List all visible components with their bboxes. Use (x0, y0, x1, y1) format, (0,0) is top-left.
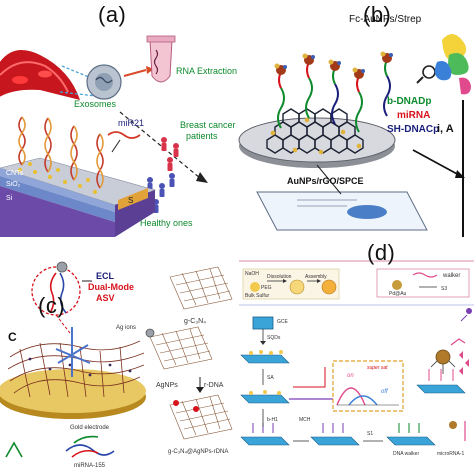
magnifier-icon (422, 65, 436, 79)
gce-electrode (252, 316, 274, 330)
microrna-label: microRNA-1 (437, 451, 464, 457)
g-c3n4-label: g-C₃N₄ (184, 318, 206, 325)
si-label: Si (6, 195, 13, 202)
walker-particle (435, 349, 451, 365)
s3-label: S3 (441, 286, 447, 292)
panel-a-letter: (a) (98, 2, 127, 27)
ecl-signal-box (332, 360, 404, 412)
spce-strip (256, 191, 428, 231)
ag-ions-label: Ag ions (116, 325, 136, 331)
r-dna-label: r-DNA (204, 382, 224, 389)
sh-dnacp-label: SH-DNACp (387, 124, 439, 135)
b-dnadp-label: b-DNADp (387, 96, 431, 107)
panel-d: NaOH PEG Bulk Sulfur Dissolution Assembl… (237, 237, 474, 474)
panel-a-illustration: Exosomes RNA Extraction miR21 Breast can… (0, 35, 237, 237)
streptavidin-structure (434, 34, 471, 95)
dual-mode-label: Dual-Mode (88, 282, 134, 292)
s1-label: S1 (367, 431, 373, 437)
agnp-sphere (145, 328, 155, 338)
panel-d-illustration: NaOH PEG Bulk Sulfur Dissolution Assembl… (239, 260, 474, 457)
si-layer (0, 186, 115, 237)
dissolution-label: Dissolution (267, 274, 292, 280)
panel-c: C ECL Dual-Mode ASV Ag ions g-C₃N₄ AgNPs… (0, 237, 237, 474)
axis-label: i, A (437, 123, 454, 135)
mirna-label: miRNA (397, 110, 430, 121)
sa-label: SA (267, 375, 274, 381)
electrode-c-label: C (8, 330, 17, 344)
bulk-sulfur-label: Bulk Sulfur (245, 293, 270, 299)
substrate-label: AuNPs/rGO/SPCE (287, 176, 364, 186)
composite-label: g-C₃N₄@AgNPs-rDNA (168, 449, 228, 455)
asv-label: ASV (96, 293, 115, 303)
sio2-layer (0, 176, 115, 222)
panel-d-letter: (d) (367, 240, 396, 265)
panel-b-illustration: Fc-AuNPs/Strep b-DNADp miRNA SH-DNACp i,… (238, 14, 471, 237)
dna-walker-label: DNA walker (393, 451, 419, 457)
panel-b-letter: (b) (363, 2, 392, 27)
dna-junction (55, 327, 91, 377)
panel-b: Fc-AuNPs/Strep b-DNADp miRNA SH-DNACp i,… (237, 0, 474, 237)
cnts-label: CNTs (6, 170, 24, 177)
panel-c-illustration: C ECL Dual-Mode ASV Ag ions g-C₃N₄ AgNPs… (0, 261, 233, 469)
agnps-label: AgNPs (156, 382, 178, 389)
pd-au-label: Pd@Au (389, 291, 407, 297)
breast-cancer-label-1: Breast cancer (180, 120, 236, 130)
fc-aunps-label: Fc-AuNPs/Strep (349, 14, 422, 25)
mir21-label: miR21 (118, 118, 144, 128)
walker-label: walker (442, 273, 460, 279)
mirna155-label: miRNA-155 (74, 463, 106, 469)
off-label: off (381, 389, 389, 395)
sio2-label: SiO₂ (6, 181, 21, 188)
h1-label: b-H1 (267, 417, 278, 423)
exosomes-label: Exosomes (74, 99, 117, 109)
fc-aunp-cluster (274, 51, 393, 79)
graphene-sheet (266, 108, 364, 154)
gce-label: GCE (277, 319, 289, 325)
panel-a: Exosomes RNA Extraction miR21 Breast can… (0, 0, 237, 237)
rna-extraction-label: RNA Extraction (176, 66, 237, 76)
peg-label: PEG (261, 285, 272, 291)
panel-c-letter: (c) (38, 293, 66, 318)
assembly-label: Assembly (305, 274, 327, 280)
source-electrode (118, 188, 148, 210)
ecl-label: ECL (96, 271, 115, 281)
step-platforms (240, 354, 466, 446)
gold-electrode-label: Gold electrode (70, 425, 110, 431)
naoh-label: NaOH (245, 271, 259, 277)
breast-cancer-label-2: patients (186, 131, 218, 141)
healthy-label: Healthy ones (140, 218, 193, 228)
super-sat-label: super sat (367, 365, 388, 371)
on-label: on (347, 373, 354, 379)
source-label: S (128, 196, 133, 205)
sample-tube (149, 39, 173, 83)
sqds-label: SQDs (267, 335, 281, 341)
mch-label: MCH (299, 417, 311, 423)
pd-au-particle (392, 280, 402, 290)
